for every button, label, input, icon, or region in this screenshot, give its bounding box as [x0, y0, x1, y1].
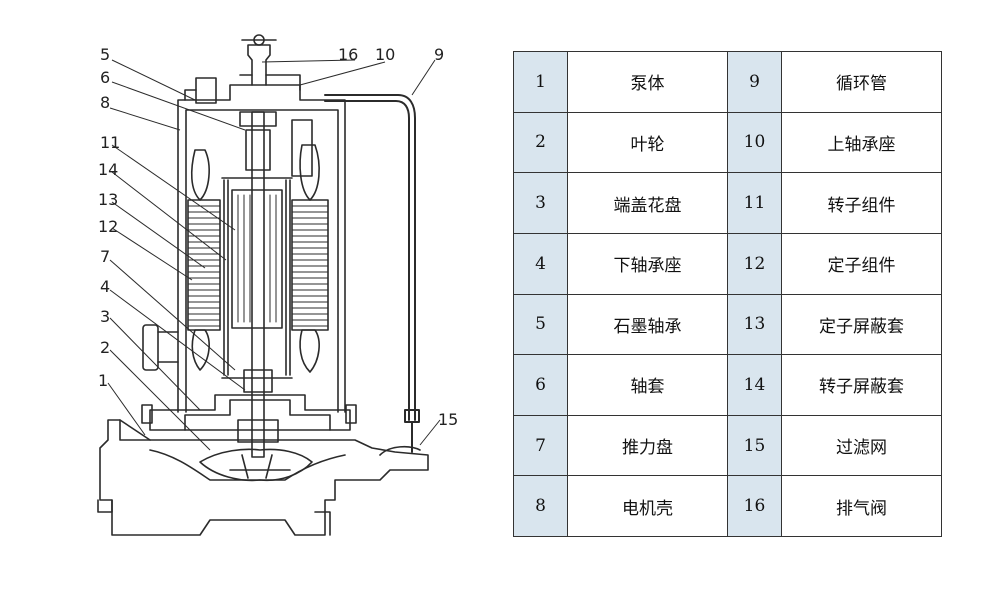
part-name-cell: 石墨轴承 — [567, 293, 728, 356]
callout-leaders — [107, 59, 441, 451]
part-name-cell: 叶轮 — [567, 111, 728, 174]
part-number-cell: 10 — [727, 111, 782, 174]
part-number-cell: 12 — [727, 232, 782, 295]
circulation-pipe — [324, 94, 420, 453]
callout-13: 13 — [98, 190, 118, 209]
part-number-cell: 7 — [513, 414, 568, 477]
table-row: 2 叶轮 10 上轴承座 — [513, 111, 942, 174]
part-name-cell: 端盖花盘 — [567, 172, 728, 234]
part-number-cell: 1 — [513, 51, 568, 113]
callout-11: 11 — [100, 133, 120, 152]
callout-12: 12 — [98, 217, 118, 236]
stator-laminations — [187, 205, 329, 327]
top-bearing-and-vent-valve — [184, 34, 313, 177]
callout-16: 16 — [338, 45, 358, 64]
table-row: 1 泵体 9 循环管 — [513, 51, 942, 113]
stator-assembly — [187, 144, 329, 373]
callout-9: 9 — [434, 45, 444, 64]
callout-4: 4 — [100, 277, 110, 296]
part-name-cell: 上轴承座 — [781, 111, 942, 174]
part-name-cell: 推力盘 — [567, 414, 728, 477]
part-number-cell: 9 — [727, 51, 782, 113]
part-number-cell: 4 — [513, 232, 568, 295]
part-number-cell: 11 — [727, 172, 782, 234]
callout-1: 1 — [98, 371, 108, 390]
callout-3: 3 — [100, 307, 110, 326]
callout-7: 7 — [100, 247, 110, 266]
part-number-cell: 15 — [727, 414, 782, 477]
callout-8: 8 — [100, 93, 110, 112]
callout-15: 15 — [438, 410, 458, 429]
part-number-cell: 5 — [513, 293, 568, 356]
table-row: 4 下轴承座 12 定子组件 — [513, 232, 942, 295]
pump-body — [97, 419, 429, 536]
table-row: 6 轴套 14 转子屏蔽套 — [513, 354, 942, 416]
part-name-cell: 下轴承座 — [567, 232, 728, 295]
part-number-cell: 16 — [727, 475, 782, 537]
part-name-cell: 转子屏蔽套 — [781, 354, 942, 416]
pump-cross-section-diagram: 5 6 8 11 14 13 12 7 4 3 2 1 16 10 9 15 — [97, 34, 458, 536]
callout-2: 2 — [100, 338, 110, 357]
lower-bearing-seat — [141, 394, 357, 431]
part-number-cell: 14 — [727, 354, 782, 416]
part-name-cell: 排气阀 — [781, 475, 942, 537]
part-number-cell: 2 — [513, 111, 568, 174]
table-row: 3 端盖花盘 11 转子组件 — [513, 172, 942, 234]
part-number-cell: 8 — [513, 475, 568, 537]
part-name-cell: 过滤网 — [781, 414, 942, 477]
callout-numbers: 5 6 8 11 14 13 12 7 4 3 2 1 16 10 9 15 — [98, 45, 458, 429]
impeller — [199, 448, 313, 482]
part-name-cell: 循环管 — [781, 51, 942, 113]
shaft — [237, 111, 279, 458]
rotor-assembly — [231, 189, 283, 329]
callout-10: 10 — [375, 45, 395, 64]
callout-14: 14 — [98, 160, 118, 179]
part-name-cell: 转子组件 — [781, 172, 942, 234]
part-number-cell: 13 — [727, 293, 782, 356]
shield-sleeves — [221, 177, 293, 379]
part-number-cell: 6 — [513, 354, 568, 416]
part-name-cell: 定子组件 — [781, 232, 942, 295]
part-name-cell: 轴套 — [567, 354, 728, 416]
part-number-cell: 3 — [513, 172, 568, 234]
part-name-cell: 定子屏蔽套 — [781, 293, 942, 356]
parts-table: 1 泵体 9 循环管 2 叶轮 10 上轴承座 3 端盖花盘 11 转子组件 4… — [513, 51, 942, 537]
callout-6: 6 — [100, 68, 110, 87]
table-row: 5 石墨轴承 13 定子屏蔽套 — [513, 293, 942, 356]
part-name-cell: 电机壳 — [567, 475, 728, 537]
table-row: 7 推力盘 15 过滤网 — [513, 414, 942, 477]
part-name-cell: 泵体 — [567, 51, 728, 113]
table-row: 8 电机壳 16 排气阀 — [513, 475, 942, 537]
callout-5: 5 — [100, 45, 110, 64]
